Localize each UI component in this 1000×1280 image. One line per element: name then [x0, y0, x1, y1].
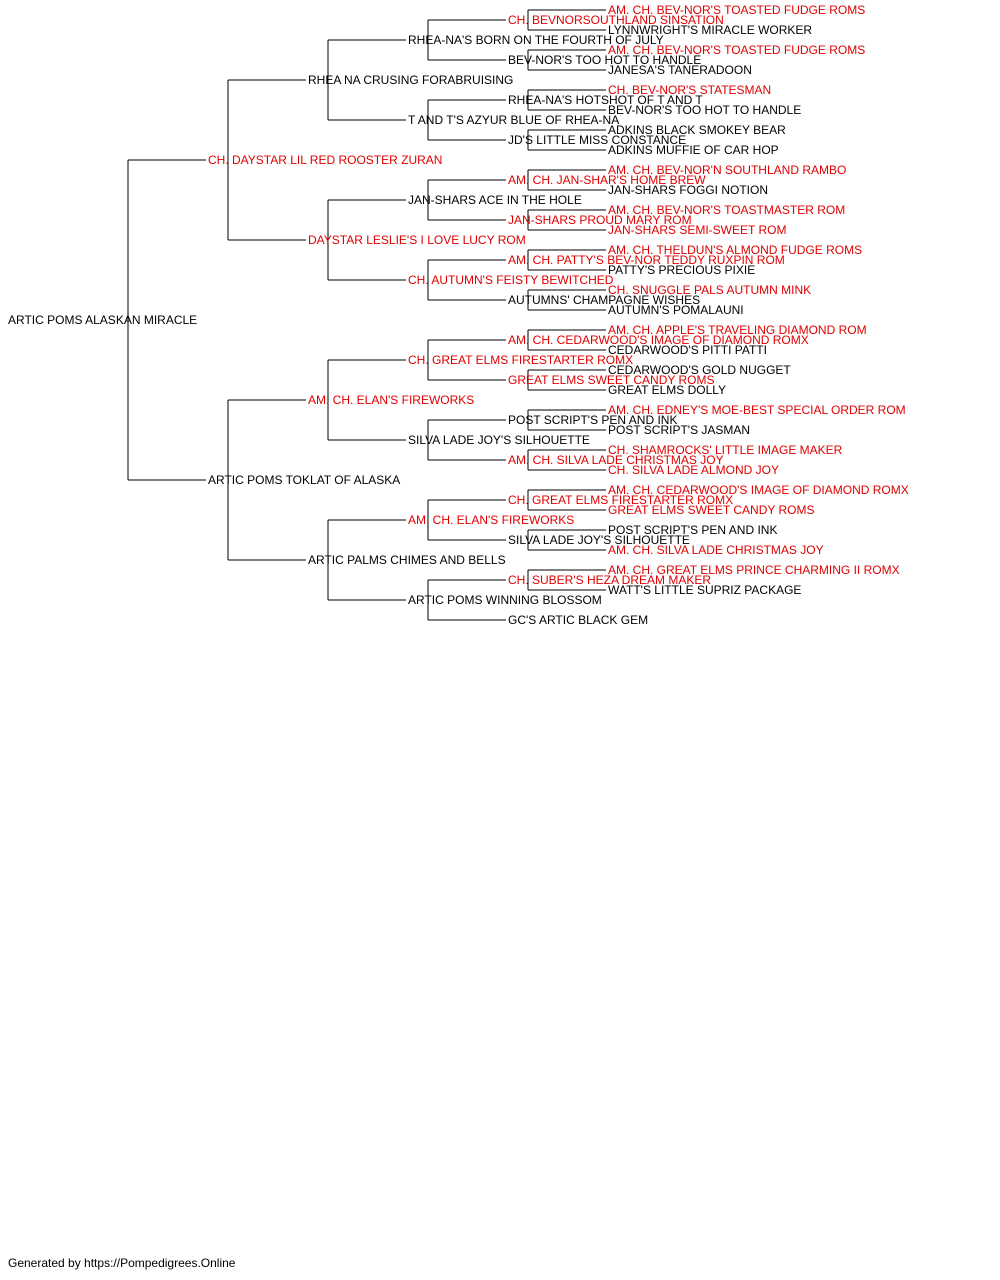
- ancestor-name-gen2: RHEA NA CRUSING FORABRUISING: [308, 73, 513, 87]
- ancestor-name-gen5: AM. CH. THELDUN'S ALMOND FUDGE ROMS: [608, 243, 862, 257]
- ancestor-name-gen5: AM. CH. GREAT ELMS PRINCE CHARMING II RO…: [608, 563, 900, 577]
- ancestor-name-gen4: AM. CH. CEDARWOOD'S IMAGE OF DIAMOND ROM…: [508, 333, 809, 347]
- ancestor-name-gen5: GREAT ELMS DOLLY: [608, 383, 726, 397]
- ancestor-name-gen4: JD'S LITTLE MISS CONSTANCE: [508, 133, 686, 147]
- ancestor-name-gen2: DAYSTAR LESLIE'S I LOVE LUCY ROM: [308, 233, 526, 247]
- dog-names: ARTIC POMS ALASKAN MIRACLE CH. DAYSTAR LI…: [8, 3, 909, 627]
- ancestor-name-gen5: WATT'S LITTLE SUPRIZ PACKAGE: [608, 583, 801, 597]
- ancestor-name-gen3: RHEA-NA'S BORN ON THE FOURTH OF JULY: [408, 33, 664, 47]
- ancestor-name-gen5: ADKINS MUFFIE OF CAR HOP: [608, 143, 779, 157]
- ancestor-name-gen4: JAN-SHARS PROUD MARY ROM: [508, 213, 692, 227]
- ancestor-name-gen5: GREAT ELMS SWEET CANDY ROMS: [608, 503, 814, 517]
- ancestor-name-gen4: CH. GREAT ELMS FIRESTARTER ROMX: [508, 493, 733, 507]
- ancestor-name-gen5: JAN-SHARS FOGGI NOTION: [608, 183, 768, 197]
- ancestor-name-gen5: AM. CH. BEV-NOR'S TOASTED FUDGE ROMS: [608, 43, 865, 57]
- ancestor-name-gen4: AM. CH. PATTY'S BEV-NOR TEDDY RUXPIN ROM: [508, 253, 785, 267]
- ancestor-name-gen3: JAN-SHARS ACE IN THE HOLE: [408, 193, 582, 207]
- ancestor-name-gen5: CH. SHAMROCKS' LITTLE IMAGE MAKER: [608, 443, 843, 457]
- ancestor-name-gen5: CH. BEV-NOR'S STATESMAN: [608, 83, 771, 97]
- ancestor-name-gen5: BEV-NOR'S TOO HOT TO HANDLE: [608, 103, 801, 117]
- ancestor-name-gen3: ARTIC POMS WINNING BLOSSOM: [408, 593, 602, 607]
- ancestor-name-gen2: ARTIC PALMS CHIMES AND BELLS: [308, 553, 506, 567]
- ancestor-name-gen5: POST SCRIPT'S PEN AND INK: [608, 523, 777, 537]
- ancestor-name-gen5: JAN-SHARS SEMI-SWEET ROM: [608, 223, 786, 237]
- ancestor-name-gen5: AM. CH. BEV-NOR'S TOASTED FUDGE ROMS: [608, 3, 865, 17]
- ancestor-name-gen5: AM. CH. EDNEY'S MOE-BEST SPECIAL ORDER R…: [608, 403, 906, 417]
- ancestor-name-gen4: RHEA-NA'S HOTSHOT OF T AND T: [508, 93, 703, 107]
- ancestor-name-gen5: LYNNWRIGHT'S MIRACLE WORKER: [608, 23, 812, 37]
- ancestor-name-gen4: SILVA LADE JOY'S SILHOUETTE: [508, 533, 690, 547]
- ancestor-name-gen4: GC'S ARTIC BLACK GEM: [508, 613, 648, 627]
- ancestor-name-gen3: T AND T'S AZYUR BLUE OF RHEA-NA: [408, 113, 619, 127]
- ancestor-name-gen5: JANESA'S TANERADOON: [608, 63, 752, 77]
- ancestor-name-gen5: AM. CH. CEDARWOOD'S IMAGE OF DIAMOND ROM…: [608, 483, 909, 497]
- ancestor-name-gen4: AM. CH. JAN-SHAR'S HOME BREW: [508, 173, 706, 187]
- ancestor-name-gen5: PATTY'S PRECIOUS PIXIE: [608, 263, 755, 277]
- ancestor-name-gen4: CH. BEVNORSOUTHLAND SINSATION: [508, 13, 724, 27]
- ancestor-name-gen5: CEDARWOOD'S PITTI PATTI: [608, 343, 767, 357]
- ancestor-name-gen5: POST SCRIPT'S JASMAN: [608, 423, 750, 437]
- ancestor-name-gen4: AUTUMNS' CHAMPAGNE WISHES: [508, 293, 700, 307]
- ancestor-name-gen3: CH. AUTUMN'S FEISTY BEWITCHED: [408, 273, 614, 287]
- ancestor-name-gen5: AM. CH. BEV-NOR'N SOUTHLAND RAMBO: [608, 163, 846, 177]
- ancestor-name-gen5: AM. CH. SILVA LADE CHRISTMAS JOY: [608, 543, 824, 557]
- ancestor-name-gen5: CEDARWOOD'S GOLD NUGGET: [608, 363, 791, 377]
- ancestor-name-gen5: CH. SILVA LADE ALMOND JOY: [608, 463, 779, 477]
- ancestor-name-gen4: AM. CH. SILVA LADE CHRISTMAS JOY: [508, 453, 724, 467]
- ancestor-name-gen4: GREAT ELMS SWEET CANDY ROMS: [508, 373, 714, 387]
- ancestor-name-gen5: AM. CH. APPLE'S TRAVELING DIAMOND ROM: [608, 323, 867, 337]
- ancestor-name-gen1: CH. DAYSTAR LIL RED ROOSTER ZURAN: [208, 153, 442, 167]
- subject-name-gen0: ARTIC POMS ALASKAN MIRACLE: [8, 313, 197, 327]
- connector-lines: [127, 9, 606, 621]
- ancestor-name-gen3: AM. CH. ELAN'S FIREWORKS: [408, 513, 574, 527]
- ancestor-name-gen5: AM. CH. BEV-NOR'S TOASTMASTER ROM: [608, 203, 845, 217]
- ancestor-name-gen3: SILVA LADE JOY'S SILHOUETTE: [408, 433, 590, 447]
- generated-by-footer: Generated by https://Pompedigrees.Online: [8, 1256, 236, 1270]
- ancestor-name-gen4: BEV-NOR'S TOO HOT TO HANDLE: [508, 53, 701, 67]
- ancestor-name-gen3: CH. GREAT ELMS FIRESTARTER ROMX: [408, 353, 633, 367]
- ancestor-name-gen2: AM. CH. ELAN'S FIREWORKS: [308, 393, 474, 407]
- ancestor-name-gen5: CH. SNUGGLE PALS AUTUMN MINK: [608, 283, 811, 297]
- ancestor-name-gen5: AUTUMN'S POMALAUNI: [608, 303, 744, 317]
- ancestor-name-gen1: ARTIC POMS TOKLAT OF ALASKA: [208, 473, 400, 487]
- ancestor-name-gen4: CH. SUBER'S HEZA DREAM MAKER: [508, 573, 711, 587]
- ancestor-name-gen4: POST SCRIPT'S PEN AND INK: [508, 413, 677, 427]
- ancestor-name-gen5: ADKINS BLACK SMOKEY BEAR: [608, 123, 786, 137]
